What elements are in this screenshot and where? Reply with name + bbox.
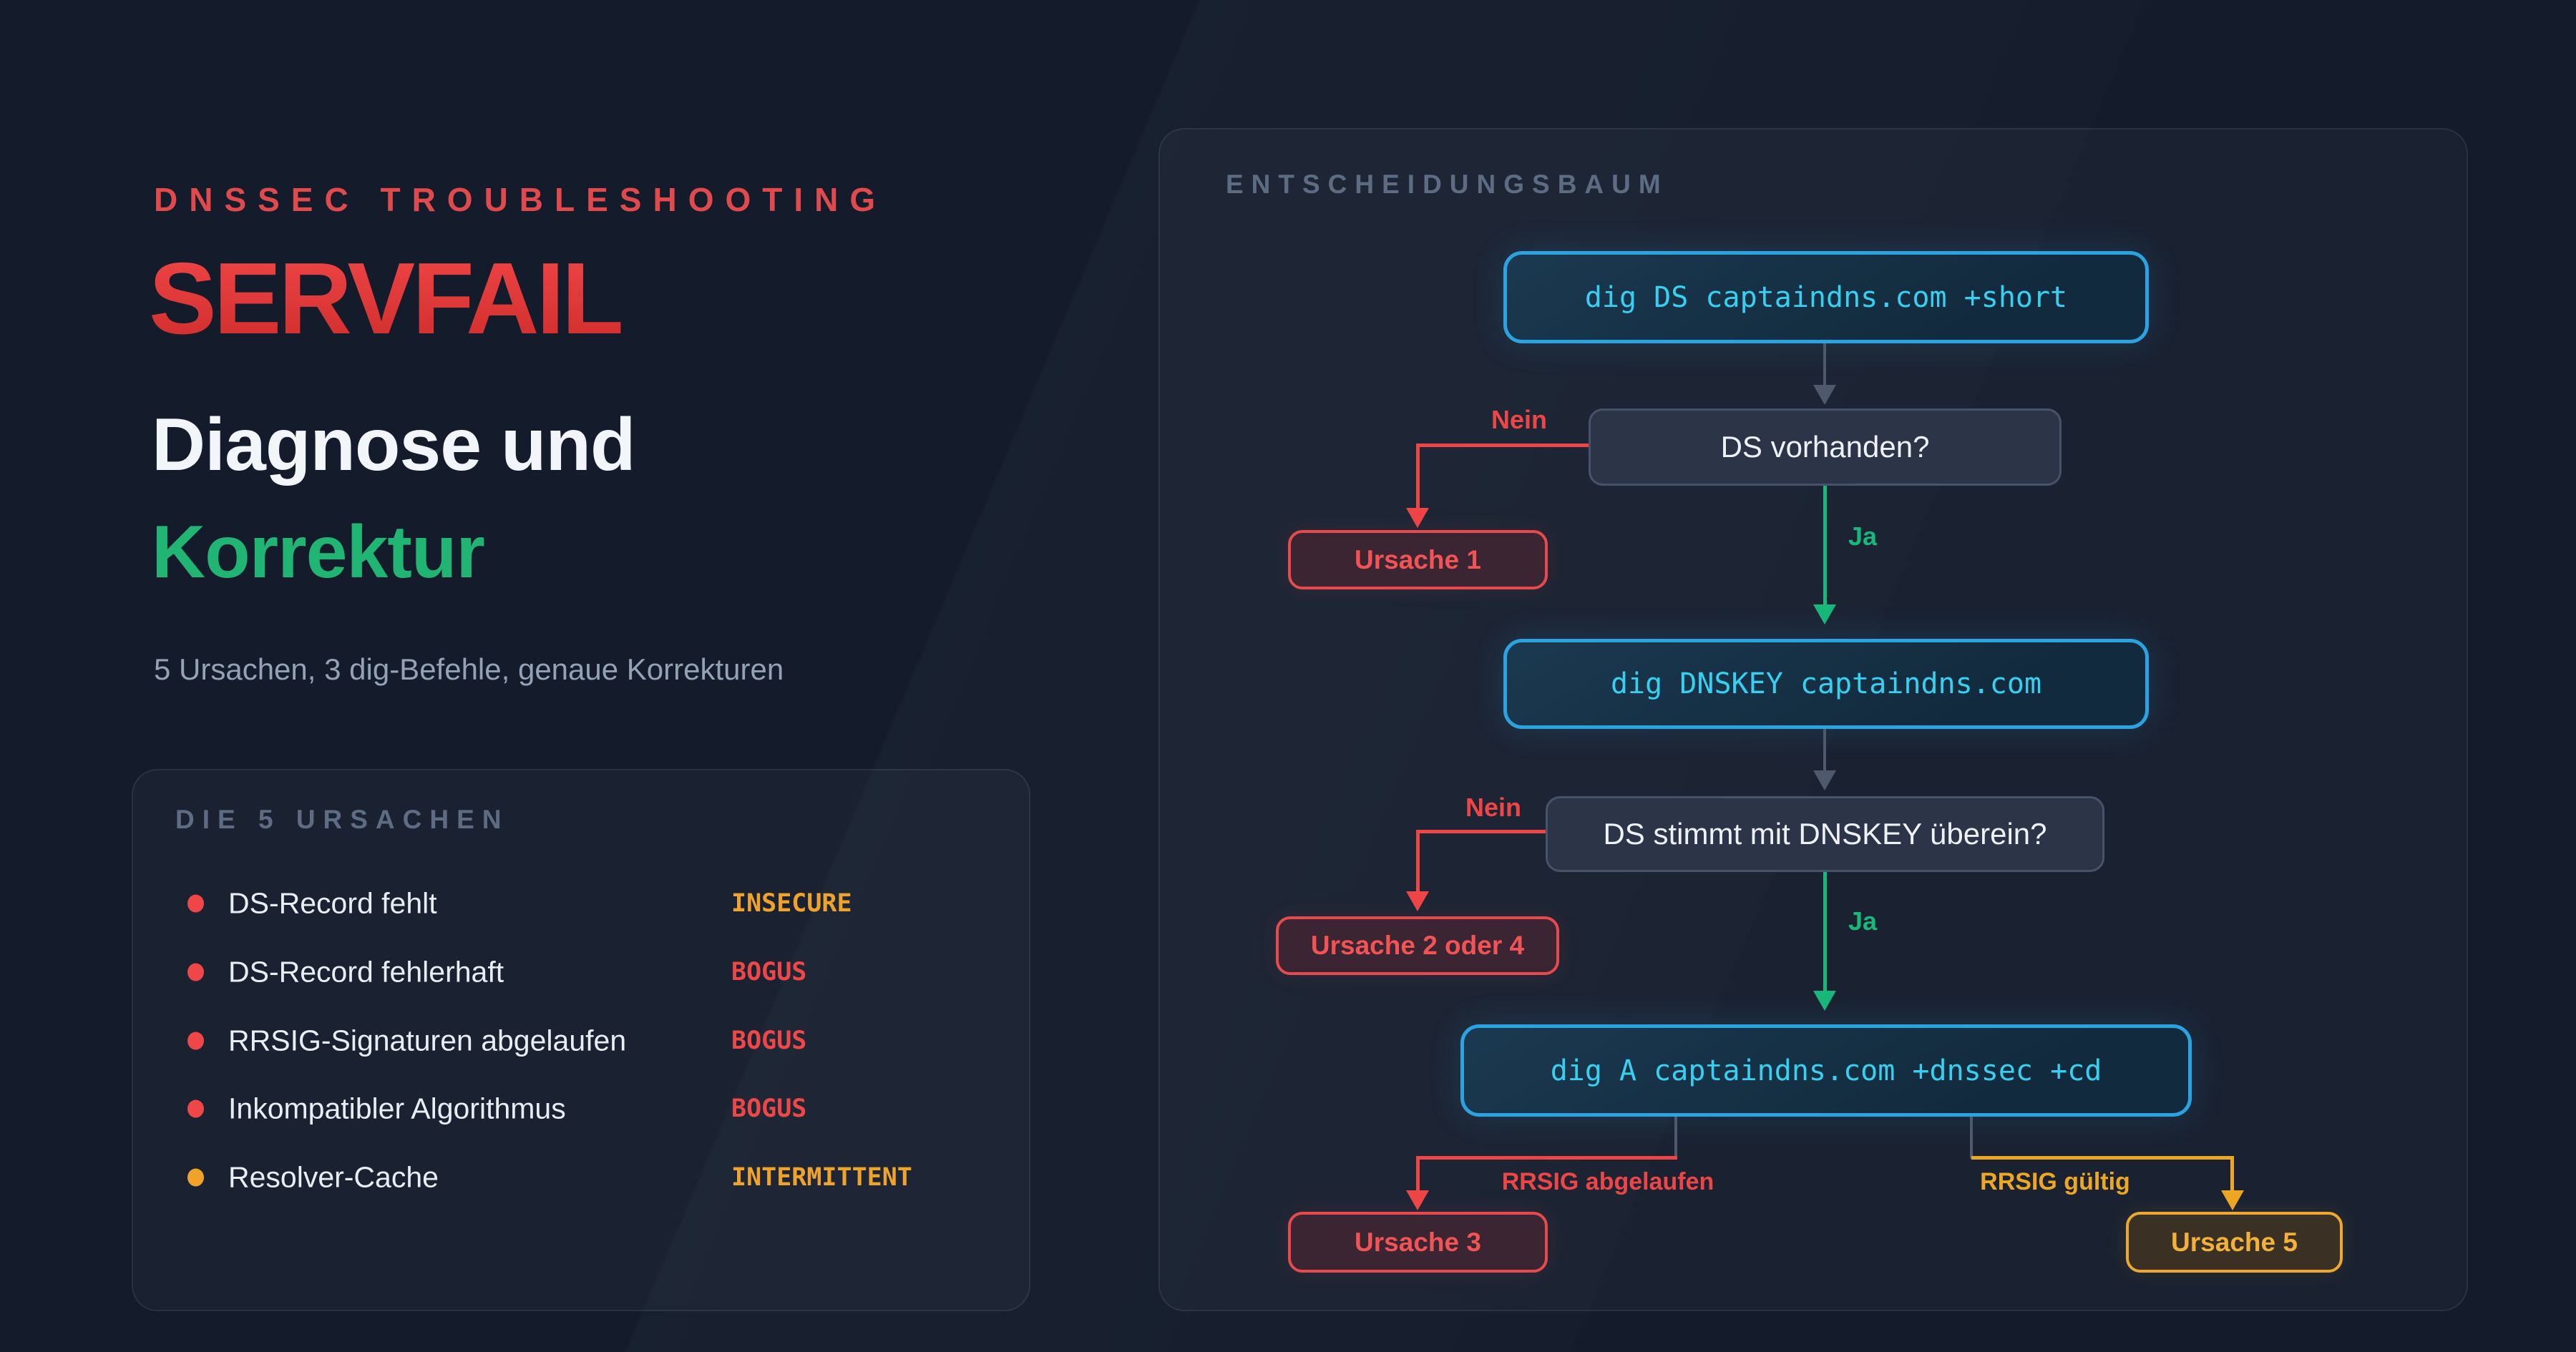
edge-label-yes: Ja: [1848, 906, 1878, 936]
page-title: SERVFAIL: [149, 242, 624, 356]
connector-line: [1674, 1117, 1677, 1159]
node-question-ds-present: DS vorhanden?: [1589, 408, 2062, 486]
bullet-dot-icon: [187, 963, 204, 981]
edge-label-yes: Ja: [1848, 521, 1878, 551]
edge-label-rrsig-valid: RRSIG gültig: [1980, 1168, 2130, 1195]
bullet-dot-icon: [187, 1168, 204, 1187]
connector-line: [1823, 872, 1827, 992]
eyebrow-label: DNSSEC TROUBLESHOOTING: [154, 181, 887, 218]
arrow-down-icon: [1813, 385, 1836, 405]
node-cause-5: Ursache 5: [2126, 1212, 2343, 1273]
node-question-ds-matches: DS stimmt mit DNSKEY überein?: [1546, 796, 2104, 872]
cause-status: INSECURE: [731, 889, 852, 918]
decision-tree-panel: ENTSCHEIDUNGSBAUM dig DS captaindns.com …: [1158, 128, 2468, 1311]
arrow-down-icon: [1406, 1190, 1429, 1210]
arrow-down-icon: [1406, 508, 1429, 528]
cause-status: BOGUS: [731, 958, 807, 986]
causes-panel-heading: DIE 5 URSACHEN: [175, 805, 509, 834]
cause-row: Inkompatibler Algorithmus BOGUS: [133, 1089, 1029, 1129]
cause-row: RRSIG-Signaturen abgelaufen BOGUS: [133, 1021, 1029, 1061]
node-cause-3: Ursache 3: [1288, 1212, 1548, 1273]
connector-line: [2230, 1156, 2234, 1192]
cause-status: BOGUS: [731, 1094, 807, 1123]
cause-row: Resolver-Cache INTERMITTENT: [133, 1157, 1029, 1197]
node-cause-1: Ursache 1: [1288, 530, 1548, 589]
connector-line: [1416, 830, 1420, 893]
connector-line: [1416, 1156, 1677, 1160]
connector-line: [1970, 1117, 1973, 1159]
cause-label: RRSIG-Signaturen abgelaufen: [228, 1024, 627, 1057]
causes-panel: DIE 5 URSACHEN DS-Record fehlt INSECURE …: [132, 769, 1030, 1311]
cause-status: INTERMITTENT: [731, 1163, 912, 1192]
edge-label-no: Nein: [1491, 405, 1547, 434]
cause-label: Resolver-Cache: [228, 1160, 439, 1194]
subtitle-line-2: Korrektur: [152, 510, 485, 594]
connector-line: [1823, 486, 1827, 606]
node-cause-2-or-4: Ursache 2 oder 4: [1276, 916, 1559, 975]
connector-line: [1416, 830, 1546, 833]
node-cmd-dig-ds: dig DS captaindns.com +short: [1503, 251, 2149, 343]
arrow-down-icon: [1406, 891, 1429, 911]
bullet-dot-icon: [187, 1099, 204, 1118]
node-cmd-dig-a-dnssec: dig A captaindns.com +dnssec +cd: [1460, 1024, 2192, 1117]
tagline: 5 Ursachen, 3 dig-Befehle, genaue Korrek…: [154, 652, 784, 686]
cause-row: DS-Record fehlt INSECURE: [133, 883, 1029, 924]
connector-line: [1823, 729, 1826, 772]
cause-label: Inkompatibler Algorithmus: [228, 1092, 566, 1125]
connector-line: [1416, 1156, 1420, 1192]
bullet-dot-icon: [187, 894, 204, 913]
arrow-down-icon: [2221, 1190, 2244, 1210]
cause-status: BOGUS: [731, 1027, 807, 1055]
arrow-down-icon: [1813, 991, 1836, 1011]
cause-label: DS-Record fehlerhaft: [228, 955, 504, 989]
connector-line: [1416, 444, 1589, 447]
cause-label: DS-Record fehlt: [228, 886, 437, 920]
subtitle-line-1: Diagnose und: [152, 403, 636, 486]
edge-label-rrsig-expired: RRSIG abgelaufen: [1501, 1168, 1714, 1195]
tree-panel-heading: ENTSCHEIDUNGSBAUM: [1226, 170, 1669, 199]
connector-line: [1823, 343, 1826, 386]
connector-line: [1971, 1156, 2234, 1160]
bullet-dot-icon: [187, 1032, 204, 1050]
cause-row: DS-Record fehlerhaft BOGUS: [133, 952, 1029, 992]
arrow-down-icon: [1813, 604, 1836, 624]
arrow-down-icon: [1813, 770, 1836, 790]
edge-label-no: Nein: [1465, 793, 1521, 822]
node-cmd-dig-dnskey: dig DNSKEY captaindns.com: [1503, 639, 2149, 729]
connector-line: [1416, 444, 1420, 509]
